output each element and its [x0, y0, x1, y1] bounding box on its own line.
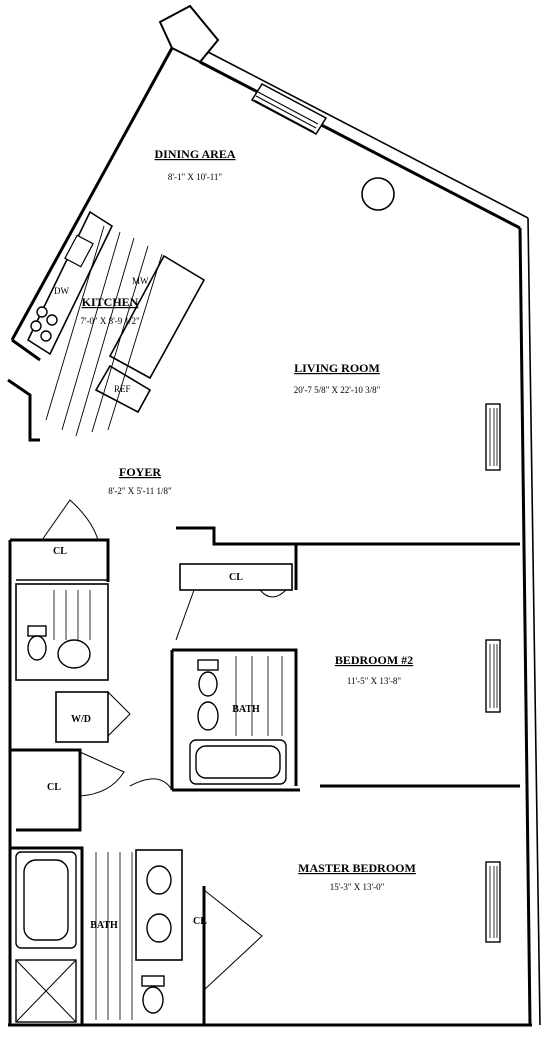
bedroom2-dims: 11'-5" X 13'-8": [347, 676, 402, 686]
kitchen-ref-label: REF: [114, 384, 131, 394]
bath2-label: BATH: [232, 704, 260, 715]
wd-closet: [55, 691, 109, 743]
kitchen-area: REF DW MW: [26, 210, 206, 437]
master-sink-2: [146, 913, 172, 943]
living-room-dims: 20'-7 5/8" X 22'-10 3/8": [294, 385, 381, 395]
bedroom2-name: BEDROOM #2: [335, 653, 413, 667]
bath2-toilet-bowl: [198, 671, 218, 697]
window-hatch-lines: [489, 408, 498, 938]
powder-toilet-bowl: [27, 635, 47, 661]
master-bedroom-name: MASTER BEDROOM: [298, 861, 416, 875]
foyer-name: FOYER: [119, 465, 161, 479]
living-room-name: LIVING ROOM: [294, 361, 380, 375]
bath-fixtures: [15, 590, 287, 1023]
burner-3: [30, 320, 42, 332]
window-living: [485, 403, 501, 471]
bath2-tub-inner: [195, 745, 281, 779]
master-toilet-tank: [141, 975, 165, 987]
window-bedroom2: [485, 639, 501, 713]
room-labels: DINING AREA 8'-1" X 10'-11" KITCHEN 7'-0…: [47, 147, 416, 931]
hall-closet-label: CL: [47, 782, 61, 793]
kitchen-floor-hatch: [45, 225, 163, 437]
wd-label: W/D: [71, 714, 91, 725]
master-bath-hatch: [95, 852, 133, 1020]
burner-4: [40, 330, 52, 342]
burner-1: [36, 306, 48, 318]
bath2-sink: [197, 701, 219, 731]
interior-walls: [10, 499, 520, 1025]
column-circle: [361, 177, 395, 211]
kitchen-refrigerator: [94, 364, 152, 414]
foyer-closet-label: CL: [53, 546, 67, 557]
dining-area-dims: 8'-1" X 10'-11": [168, 172, 223, 182]
corner-column: [158, 4, 220, 64]
bath2-toilet-tank: [197, 659, 219, 671]
master-vanity: [135, 849, 183, 961]
bedroom2-door-swing: [175, 589, 195, 641]
master-toilet-bowl: [142, 986, 164, 1014]
powder-hatch: [53, 590, 91, 640]
powder-sink: [57, 639, 91, 669]
window-master: [485, 861, 501, 943]
master-tub-inner: [23, 859, 69, 941]
master-closet-label: CL: [193, 916, 207, 927]
powder-room: [15, 583, 109, 681]
kitchen-name: KITCHEN: [82, 295, 139, 309]
foyer-dims: 8'-2" X 5'-11 1/8": [108, 486, 172, 496]
kitchen-dw-label: DW: [54, 286, 69, 296]
dining-area-name: DINING AREA: [154, 147, 235, 161]
kitchen-mw-label: MW: [132, 276, 149, 286]
kitchen-dims: 7'-0" X 8'-9 1/2": [80, 316, 140, 326]
burner-2: [46, 314, 58, 326]
master-door-swing: [129, 778, 173, 791]
bedroom2-closet: [179, 563, 293, 591]
master-sink-1: [146, 865, 172, 895]
hall-closet-door-swing: [79, 751, 125, 797]
exterior-walls: [7, 4, 541, 1027]
master-bedroom-dims: 15'-3" X 13'-0": [330, 882, 385, 892]
bedroom2-closet-label: CL: [229, 572, 243, 583]
kitchen-sink: [64, 234, 94, 268]
foyer-entry-door-swing: [41, 499, 99, 541]
master-bath-label: BATH: [90, 920, 118, 931]
bath2-hatch: [235, 656, 283, 736]
window-top-hatch: [253, 91, 319, 133]
powder-toilet-tank: [27, 625, 47, 637]
windows: [250, 83, 501, 943]
